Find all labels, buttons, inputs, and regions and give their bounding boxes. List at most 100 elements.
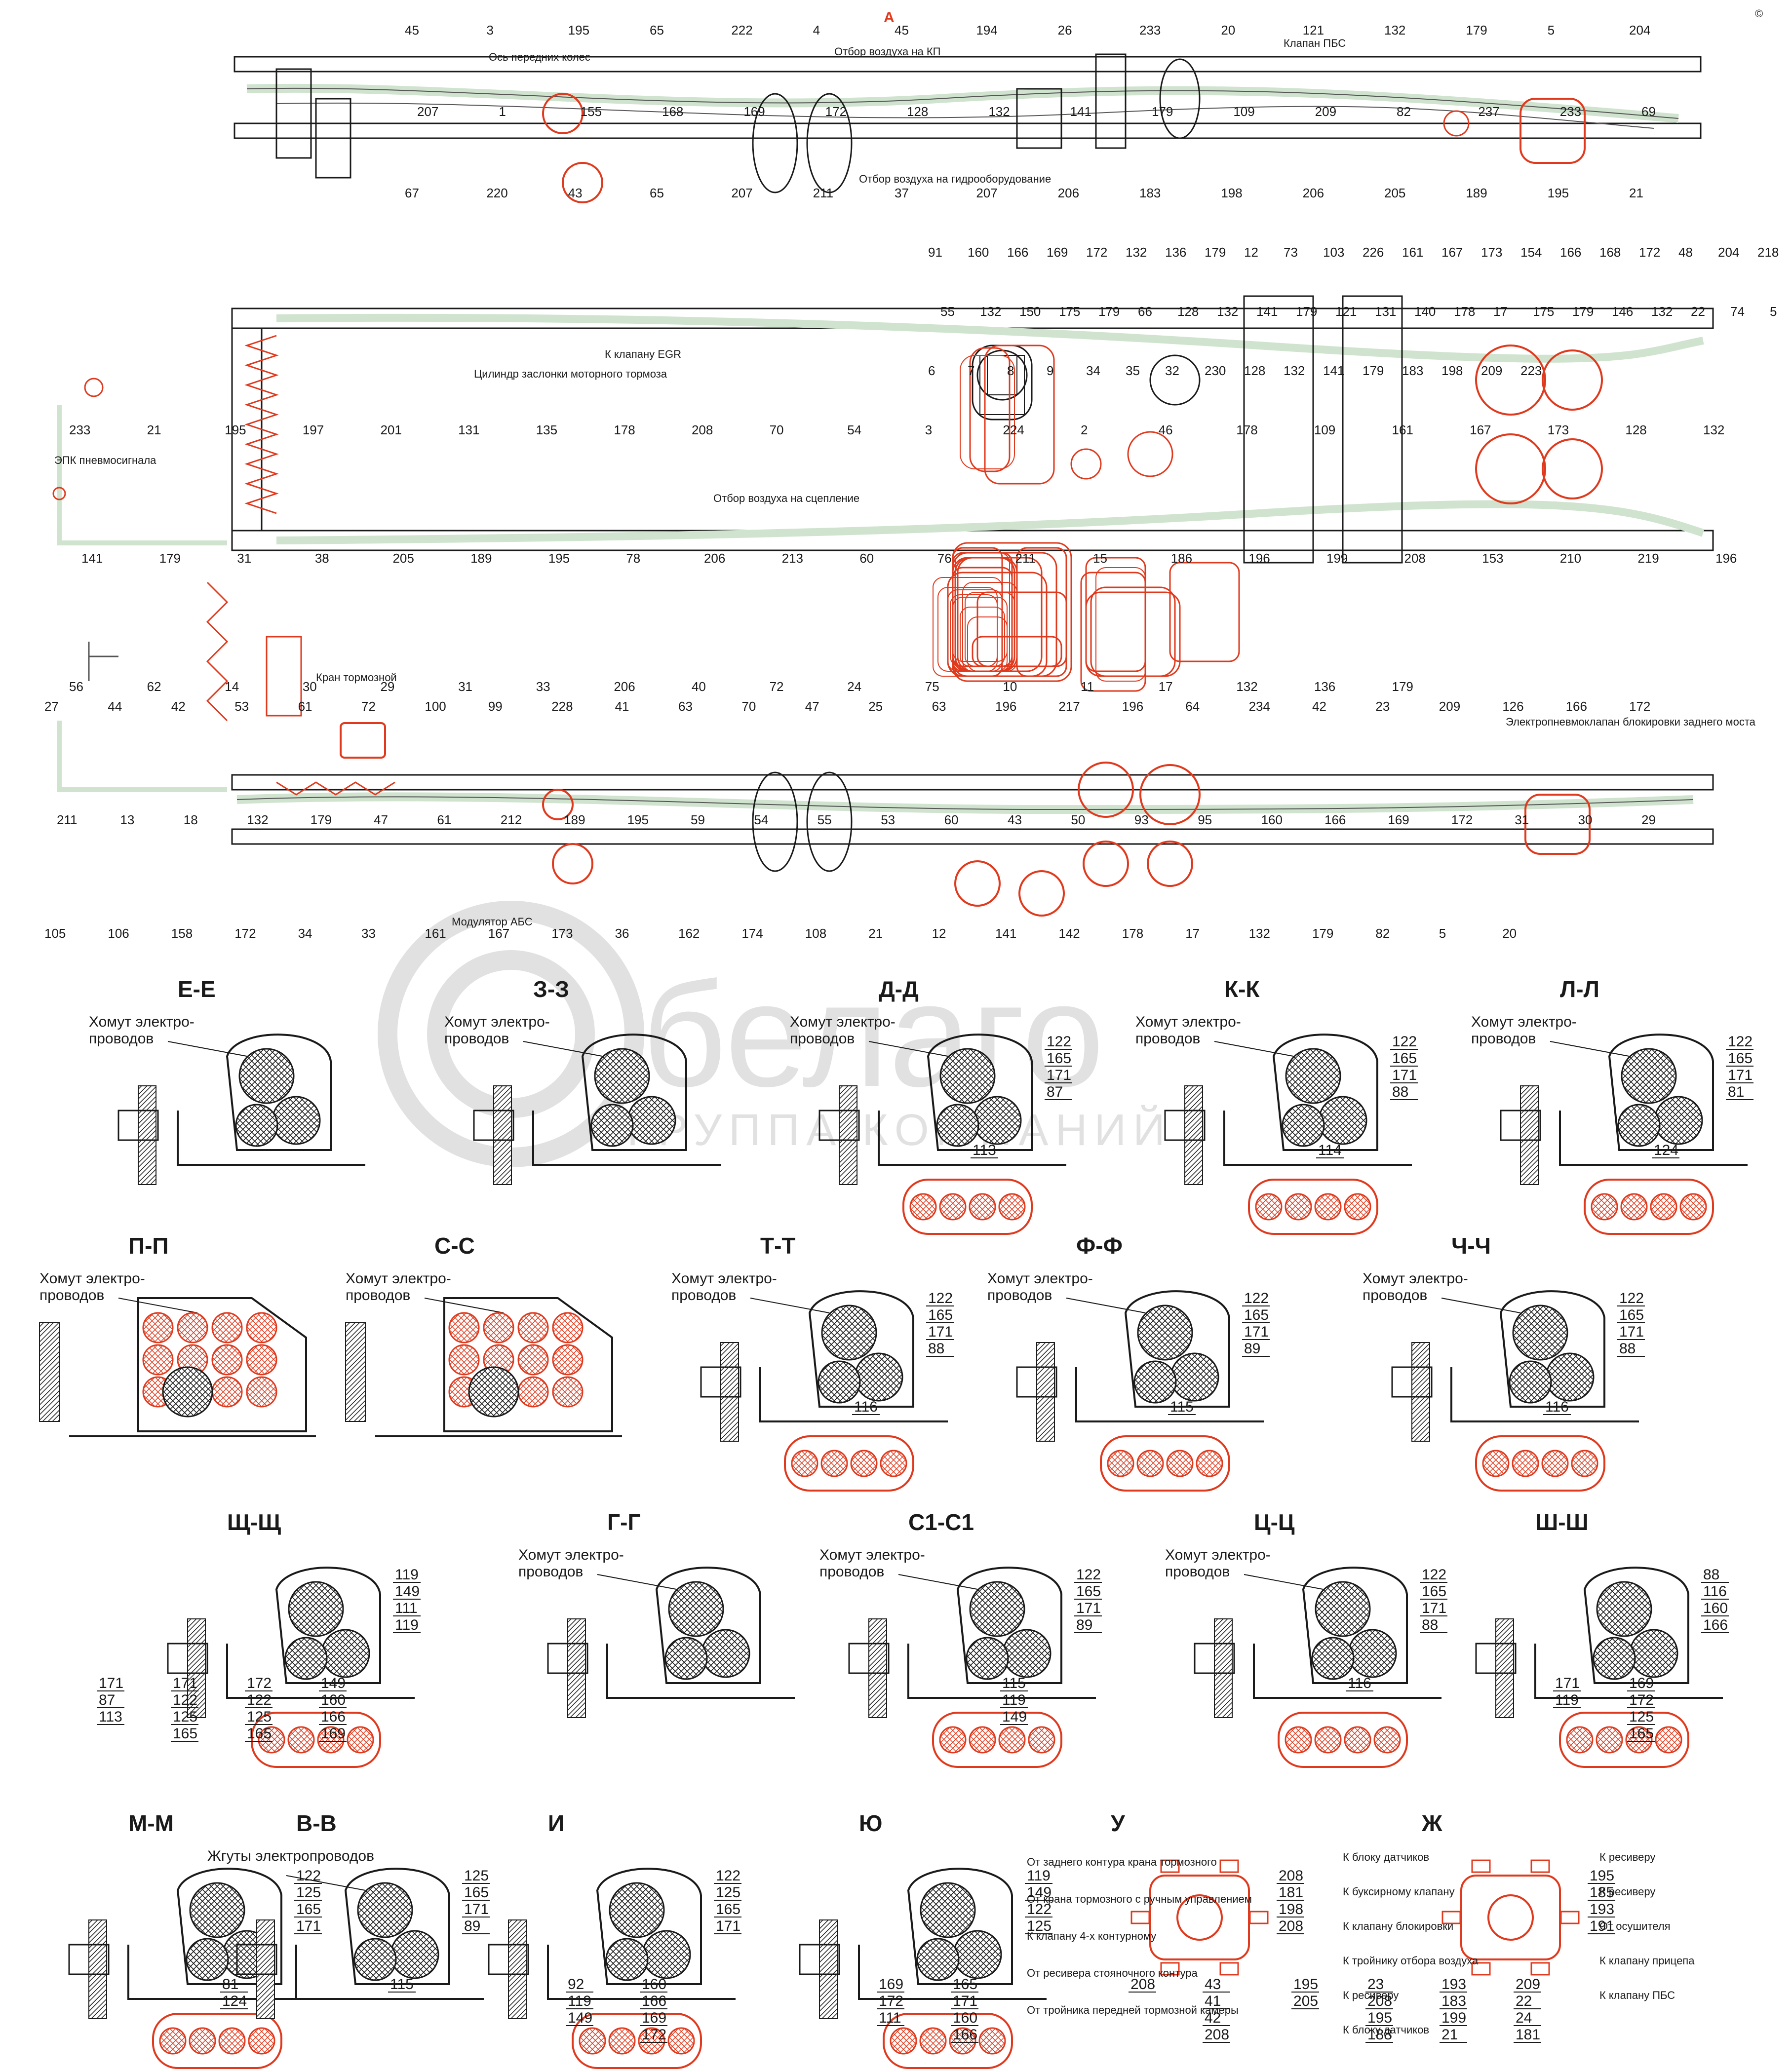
valve-u-label: От заднего контура крана тормозного <box>1027 1856 1217 1868</box>
callout-number: 165 <box>296 1901 321 1918</box>
callout-number: 43 <box>1205 1976 1221 1993</box>
callout-number: 209 <box>1516 1976 1540 1993</box>
position-number: 12 <box>932 926 946 941</box>
callout-number: 124 <box>222 1993 247 2009</box>
section-caption: Хомут электро- <box>1471 1014 1577 1030</box>
callout-number: 172 <box>642 2027 666 2043</box>
callout-number: 205 <box>1293 1993 1318 2009</box>
position-number: 178 <box>1122 926 1143 941</box>
watermark-tagline: ГРУППА КОМПАНИЙ <box>627 1105 1172 1155</box>
position-number: 17 <box>1185 926 1200 941</box>
position-number: 207 <box>976 186 997 200</box>
label-pbs-valve: Клапан ПБС <box>1284 37 1346 49</box>
callout-number: 171 <box>1619 1324 1644 1340</box>
position-number: 153 <box>1482 551 1503 566</box>
callout-number: 125 <box>247 1709 272 1725</box>
position-number: 132 <box>1651 304 1673 319</box>
callout-number: 122 <box>1047 1034 1071 1050</box>
position-number: 206 <box>614 679 635 694</box>
section-title: Ф-Ф <box>1076 1233 1123 1259</box>
position-number: 55 <box>940 304 955 319</box>
position-number: 228 <box>551 699 573 714</box>
callout-number: 125 <box>1629 1709 1654 1725</box>
position-number: 233 <box>69 422 90 437</box>
callout-number: 125 <box>716 1884 740 1901</box>
position-number: 1 <box>499 104 506 119</box>
position-number: 150 <box>1019 304 1041 319</box>
position-number: 45 <box>895 23 909 38</box>
position-number: 141 <box>1323 363 1344 378</box>
position-number: 205 <box>392 551 414 566</box>
callout-number: 193 <box>1441 1976 1466 1993</box>
callout-number: 119 <box>1002 1692 1026 1708</box>
corner-mark: © <box>1755 7 1763 20</box>
callout-number: 199 <box>1441 2010 1466 2026</box>
section-title: Г-Г <box>607 1509 640 1535</box>
position-number: 179 <box>1572 304 1594 319</box>
section-title: Ш-Ш <box>1535 1509 1589 1535</box>
position-number: 31 <box>237 551 251 566</box>
position-number: 20 <box>1221 23 1235 38</box>
position-number: 31 <box>1515 812 1529 827</box>
position-number: 173 <box>551 926 573 941</box>
position-number: 213 <box>782 551 803 566</box>
callout-number: 160 <box>321 1692 346 1708</box>
position-number: 121 <box>1303 23 1324 38</box>
callout-number: 171 <box>464 1901 489 1918</box>
callout-number: 149 <box>1027 1884 1052 1901</box>
callout-number: 122 <box>1244 1290 1269 1306</box>
position-number: 209 <box>1315 104 1336 119</box>
position-number: 37 <box>895 186 909 200</box>
section-caption: проводов <box>790 1031 855 1047</box>
position-number: 217 <box>1058 699 1080 714</box>
section-caption: проводов <box>1363 1287 1427 1304</box>
position-number: 226 <box>1363 245 1384 260</box>
section-title: Щ-Щ <box>227 1509 281 1535</box>
label-air-kp: Отбор воздуха на КП <box>834 45 940 58</box>
position-number: 13 <box>120 812 134 827</box>
callout-number: 208 <box>1130 1976 1155 1993</box>
section-title: Е-Е <box>178 976 216 1002</box>
position-number: 64 <box>1185 699 1200 714</box>
position-number: 208 <box>1404 551 1426 566</box>
position-number: 36 <box>615 926 629 941</box>
position-number: 53 <box>234 699 249 714</box>
callout-number: 113 <box>99 1709 122 1725</box>
section-title: К-К <box>1224 976 1260 1002</box>
section-caption: проводов <box>819 1564 884 1580</box>
callout-number: 92 <box>568 1976 584 1993</box>
callout-number: 169 <box>1629 1675 1654 1691</box>
valve-zh-label: К буксирному клапану <box>1343 1885 1455 1898</box>
callout-number: 195 <box>1590 1868 1614 1884</box>
callout-number: 119 <box>1555 1692 1579 1708</box>
position-number: 54 <box>847 422 861 437</box>
callout-number: 125 <box>1027 1918 1052 1934</box>
position-number: 132 <box>1126 245 1147 260</box>
position-number: 95 <box>1198 812 1212 827</box>
callout-number: 111 <box>395 1600 418 1616</box>
callout-number: 122 <box>1027 1901 1052 1918</box>
callout-number: 165 <box>464 1884 489 1901</box>
callout-number: 191 <box>1590 1918 1614 1934</box>
position-number: 211 <box>813 186 833 200</box>
position-number: 166 <box>1560 245 1581 260</box>
position-number: 35 <box>1126 363 1140 378</box>
position-number: 179 <box>1152 104 1173 119</box>
section-caption: Хомут электро- <box>1135 1014 1241 1030</box>
position-number: 140 <box>1414 304 1436 319</box>
position-number: 160 <box>1261 812 1283 827</box>
callout-number: 171 <box>1392 1067 1417 1083</box>
callout-number: 208 <box>1205 2027 1229 2043</box>
callout-number: 23 <box>1367 1976 1384 1993</box>
position-number: 173 <box>1481 245 1502 260</box>
position-number: 25 <box>868 699 883 714</box>
callout-number: 88 <box>928 1341 944 1357</box>
position-number: 121 <box>1335 304 1357 319</box>
position-number: 207 <box>731 186 752 200</box>
callout-number: 169 <box>879 1976 903 1993</box>
position-number: 196 <box>1248 551 1270 566</box>
position-number: 63 <box>932 699 946 714</box>
